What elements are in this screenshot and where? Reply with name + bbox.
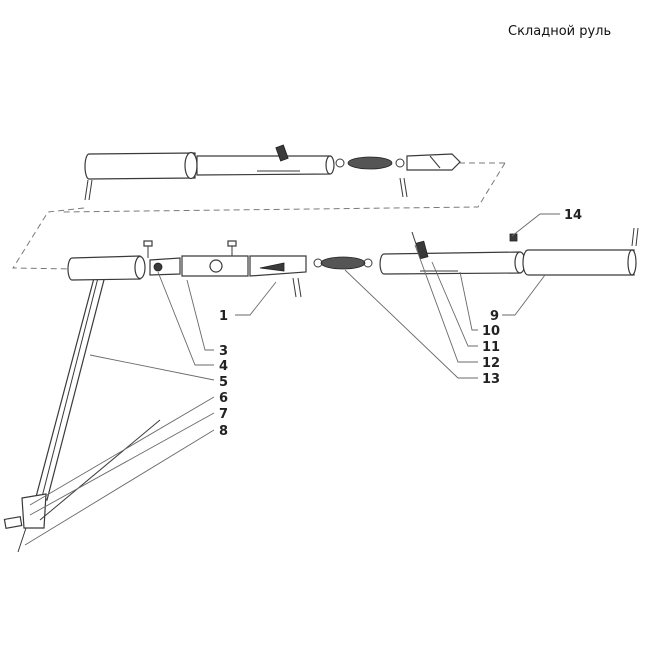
callout-9: 9 xyxy=(490,309,499,324)
callout-14: 14 xyxy=(564,208,582,223)
lower-assembly xyxy=(3,227,639,553)
leader-lines xyxy=(24,213,560,546)
callout-12: 12 xyxy=(482,356,500,371)
callout-labels: 1 3 4 5 6 7 8 9 10 11 12 13 14 xyxy=(219,208,582,439)
callout-8: 8 xyxy=(219,424,228,439)
callout-10: 10 xyxy=(482,324,500,339)
callout-7: 7 xyxy=(219,407,228,422)
callout-1: 1 xyxy=(219,309,228,324)
upper-assembly xyxy=(84,144,461,201)
callout-3: 3 xyxy=(219,344,228,359)
callout-4: 4 xyxy=(219,359,228,374)
callout-6: 6 xyxy=(219,391,228,406)
callout-13: 13 xyxy=(482,372,500,387)
callout-11: 11 xyxy=(482,340,500,355)
callout-5: 5 xyxy=(219,375,228,390)
diagram-title: Складной руль xyxy=(508,24,612,39)
